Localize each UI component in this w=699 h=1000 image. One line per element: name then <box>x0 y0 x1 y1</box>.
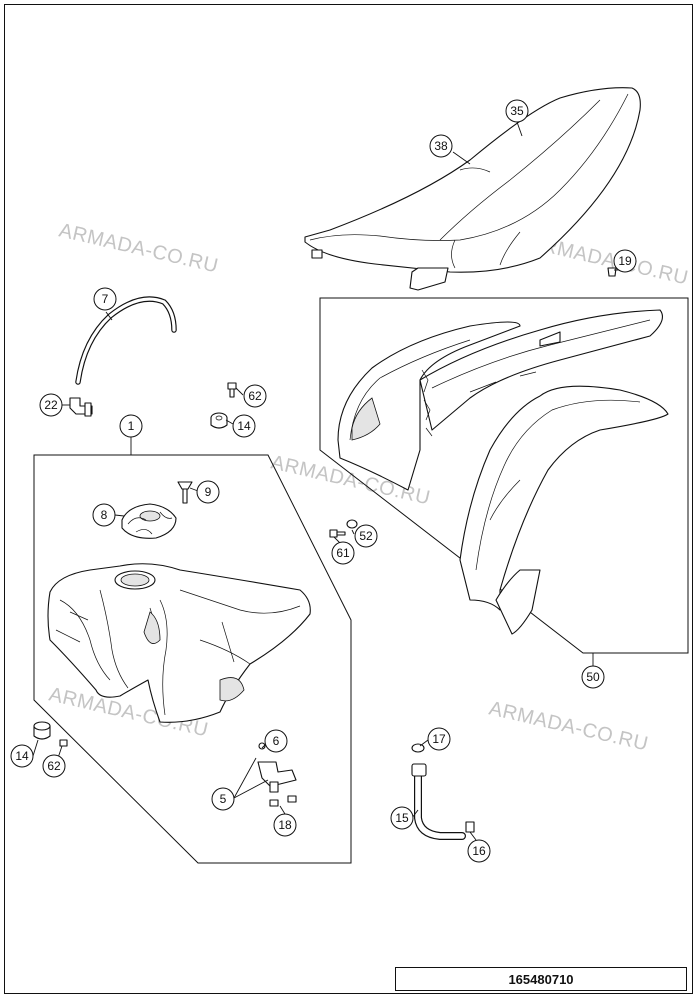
hose-clamp-16 <box>465 821 475 833</box>
spoiler-group-box <box>319 297 689 654</box>
hose-clamp-17 <box>411 743 425 753</box>
svg-text:9: 9 <box>205 485 212 499</box>
svg-text:19: 19 <box>618 254 632 268</box>
watermark-1: ARMADA-CO.RU <box>57 219 220 277</box>
callout-14-upper: 14 <box>232 414 256 438</box>
fuel-tank <box>47 563 311 723</box>
callout-38: 38 <box>429 134 453 158</box>
callout-16: 16 <box>467 839 491 863</box>
elbow-fitting <box>69 397 93 417</box>
svg-text:52: 52 <box>359 529 373 543</box>
callout-18: 18 <box>273 813 297 837</box>
callout-8: 8 <box>92 503 116 527</box>
screw-19 <box>607 267 617 277</box>
callout-62-upper: 62 <box>243 384 267 408</box>
callout-50: 50 <box>581 665 605 689</box>
callout-17: 17 <box>427 727 451 751</box>
svg-text:62: 62 <box>248 389 262 403</box>
svg-text:18: 18 <box>278 818 292 832</box>
svg-text:50: 50 <box>586 670 600 684</box>
callout-35: 35 <box>505 99 529 123</box>
rubber-bush-14-upper <box>210 412 228 429</box>
washer-52 <box>346 519 358 529</box>
svg-text:15: 15 <box>395 811 409 825</box>
rubber-bush-14-lower <box>33 721 51 740</box>
svg-text:5: 5 <box>220 792 227 806</box>
svg-text:1: 1 <box>128 419 135 433</box>
drawing-code: 165480710 <box>395 967 687 991</box>
svg-text:62: 62 <box>47 759 61 773</box>
seat <box>304 87 641 291</box>
callout-52: 52 <box>354 524 378 548</box>
screws-18 <box>269 795 297 807</box>
svg-text:16: 16 <box>472 844 486 858</box>
svg-text:61: 61 <box>336 546 350 560</box>
screw-9 <box>177 481 193 504</box>
callout-61: 61 <box>331 541 355 565</box>
callout-7: 7 <box>93 287 117 311</box>
callout-6: 6 <box>264 729 288 753</box>
drawing-frame <box>4 4 693 994</box>
svg-text:14: 14 <box>15 749 29 763</box>
svg-text:7: 7 <box>102 292 109 306</box>
svg-text:6: 6 <box>273 734 280 748</box>
callout-62-lower: 62 <box>42 754 66 778</box>
svg-text:17: 17 <box>432 732 446 746</box>
tank-cap <box>121 503 177 539</box>
svg-text:8: 8 <box>101 508 108 522</box>
callout-15: 15 <box>390 806 414 830</box>
svg-text:38: 38 <box>434 139 448 153</box>
breather-hose <box>75 296 177 385</box>
tank-group-box <box>33 454 352 864</box>
svg-text:14: 14 <box>237 419 251 433</box>
callout-5: 5 <box>211 787 235 811</box>
leader-lines <box>32 121 620 841</box>
fuel-line-15 <box>411 763 466 840</box>
callout-14-lower: 14 <box>10 744 34 768</box>
callout-22: 22 <box>39 393 63 417</box>
screw-61 <box>329 529 346 538</box>
callout-9: 9 <box>196 480 220 504</box>
screw-62-lower <box>59 739 68 747</box>
screw-62-upper <box>227 382 237 398</box>
svg-text:35: 35 <box>510 104 524 118</box>
svg-text:22: 22 <box>44 398 58 412</box>
callout-19: 19 <box>613 249 637 273</box>
radiator-spoilers <box>337 309 669 635</box>
watermark-5: ARMADA-CO.RU <box>487 697 650 755</box>
callout-1: 1 <box>119 414 143 438</box>
